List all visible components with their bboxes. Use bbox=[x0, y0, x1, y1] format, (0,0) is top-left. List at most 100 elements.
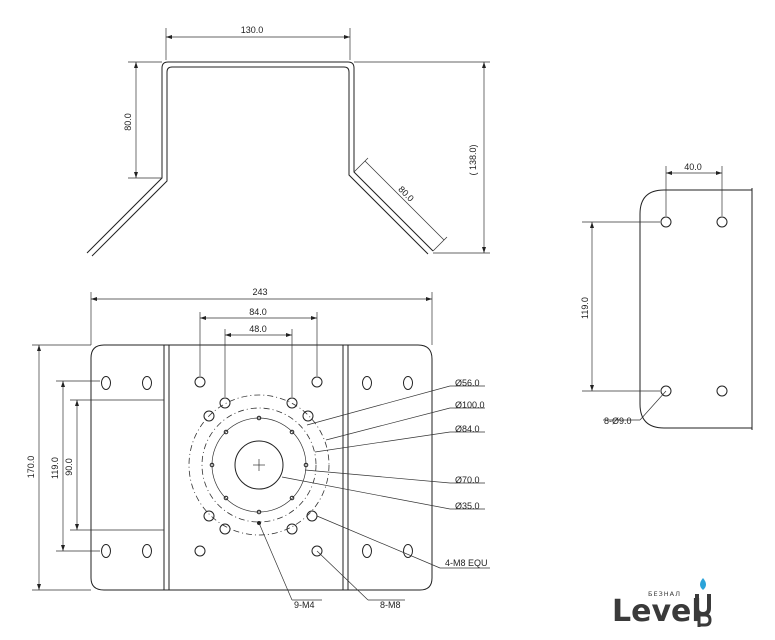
dim-side119-arrow-b bbox=[590, 385, 594, 391]
slot bbox=[362, 544, 372, 558]
callout-m8-equ: 4-M8 EQU bbox=[445, 558, 488, 568]
dim-130-arrow-l bbox=[166, 35, 172, 39]
leader-d56 bbox=[306, 385, 451, 426]
slot bbox=[142, 376, 152, 390]
hole bbox=[203, 410, 215, 422]
side-hole bbox=[660, 216, 672, 228]
dim-138-arrow-b bbox=[482, 247, 486, 253]
callout-d35: Ø35.0 bbox=[455, 501, 480, 511]
levelup-logo: Level БЕЗНАЛ bbox=[612, 578, 712, 629]
logo-p-mark bbox=[697, 613, 712, 627]
leader-side-hole bbox=[639, 390, 667, 421]
dim-80-arrow-b bbox=[134, 172, 138, 178]
hole bbox=[306, 510, 318, 522]
callout-d100: Ø100.0 bbox=[455, 400, 485, 410]
dim-side119-label: 119.0 bbox=[580, 297, 590, 319]
centre-flange bbox=[188, 394, 330, 536]
side-hole bbox=[716, 216, 728, 228]
dim-170-arrow-b bbox=[37, 584, 41, 590]
dim-90-label: 90.0 bbox=[64, 458, 74, 476]
dim-130-label: 130.0 bbox=[241, 25, 264, 35]
callout-d56: Ø56.0 bbox=[455, 378, 480, 388]
dim-243-arrow-l bbox=[91, 297, 97, 301]
dim-40-label: 40.0 bbox=[684, 162, 702, 172]
bracket-profile-outer bbox=[86, 61, 434, 254]
side-view: 40.0 119.0 8-Ø9.0 bbox=[580, 162, 753, 430]
circle-d35 bbox=[234, 440, 284, 490]
dim-80-label: 80.0 bbox=[123, 113, 133, 131]
top-view: 130.0 80.0 80.0 ( 138.0) bbox=[86, 25, 490, 257]
leader-m8equ bbox=[316, 515, 441, 569]
callout-m4: 9-M4 bbox=[294, 600, 315, 610]
leader-m4 bbox=[258, 522, 293, 601]
dim-40-arrow-r bbox=[716, 171, 722, 175]
slot bbox=[101, 376, 111, 390]
slot bbox=[403, 376, 413, 390]
dim-130-arrow-r bbox=[344, 35, 350, 39]
dim-48-label: 48.0 bbox=[249, 324, 267, 334]
dim-170-label: 170.0 bbox=[26, 456, 36, 479]
plate-outline bbox=[90, 344, 433, 591]
mounting-slots bbox=[101, 376, 413, 558]
circle-d70 bbox=[211, 417, 307, 513]
dim-80s-ext-b bbox=[432, 236, 448, 252]
m4-hole bbox=[289, 495, 295, 501]
hole bbox=[302, 410, 314, 422]
hole bbox=[194, 376, 206, 388]
hole bbox=[219, 523, 231, 535]
bracket-profile-inner bbox=[91, 66, 429, 257]
dim-119-arrow-b bbox=[61, 545, 65, 551]
leader-d35 bbox=[281, 476, 451, 510]
dim-138-label: ( 138.0) bbox=[468, 144, 478, 175]
hole bbox=[194, 545, 206, 557]
dim-243-arrow-r bbox=[426, 297, 432, 301]
circle-d84 bbox=[201, 407, 317, 523]
circle-d100 bbox=[188, 394, 330, 536]
logo-u-mark bbox=[695, 594, 711, 617]
dim-84-arrow-r bbox=[311, 316, 317, 320]
m4-hole bbox=[223, 429, 229, 435]
leader-d70 bbox=[304, 469, 451, 484]
slot bbox=[101, 544, 111, 558]
dim-90-arrow-b bbox=[75, 524, 79, 530]
dim-40-arrow-l bbox=[666, 171, 672, 175]
hole bbox=[311, 545, 323, 557]
hole bbox=[203, 510, 215, 522]
side-hole bbox=[716, 385, 728, 397]
hole bbox=[311, 376, 323, 388]
m4-hole bbox=[303, 462, 309, 468]
side-outline bbox=[639, 189, 752, 429]
m4-hole bbox=[223, 495, 229, 501]
m4-hole bbox=[256, 415, 262, 421]
m8-holes bbox=[194, 376, 323, 557]
dim-119-arrow-t bbox=[61, 381, 65, 387]
hole bbox=[286, 397, 298, 409]
slot bbox=[403, 544, 413, 558]
dim-side119-arrow-t bbox=[590, 222, 594, 228]
dim-84-label: 84.0 bbox=[249, 307, 267, 317]
callout-d84: Ø84.0 bbox=[455, 424, 480, 434]
logo-drop-icon bbox=[700, 578, 706, 590]
dim-90-arrow-t bbox=[75, 400, 79, 406]
callout-side-hole: 8-Ø9.0 bbox=[604, 416, 632, 426]
dim-48-arrow-l bbox=[225, 333, 231, 337]
m4-hole bbox=[289, 429, 295, 435]
dim-119-label: 119.0 bbox=[50, 457, 60, 479]
hole bbox=[219, 397, 231, 409]
dim-48-arrow-r bbox=[286, 333, 292, 337]
dim-80s-ext-a bbox=[353, 157, 369, 173]
callout-leaders bbox=[258, 385, 490, 601]
dim-80-arrow-t bbox=[134, 62, 138, 68]
dim-84-arrow-l bbox=[200, 316, 206, 320]
dim-80s-line bbox=[364, 160, 445, 241]
m4-hole bbox=[256, 509, 262, 515]
hole bbox=[286, 523, 298, 535]
slot bbox=[362, 376, 372, 390]
m4-hole bbox=[209, 462, 215, 468]
logo-superscript: БЕЗНАЛ bbox=[648, 590, 681, 598]
side-hole bbox=[660, 385, 672, 397]
dim-138-arrow-t bbox=[482, 62, 486, 68]
logo-word: Level bbox=[612, 594, 702, 629]
dim-80s-label: 80.0 bbox=[396, 184, 415, 203]
